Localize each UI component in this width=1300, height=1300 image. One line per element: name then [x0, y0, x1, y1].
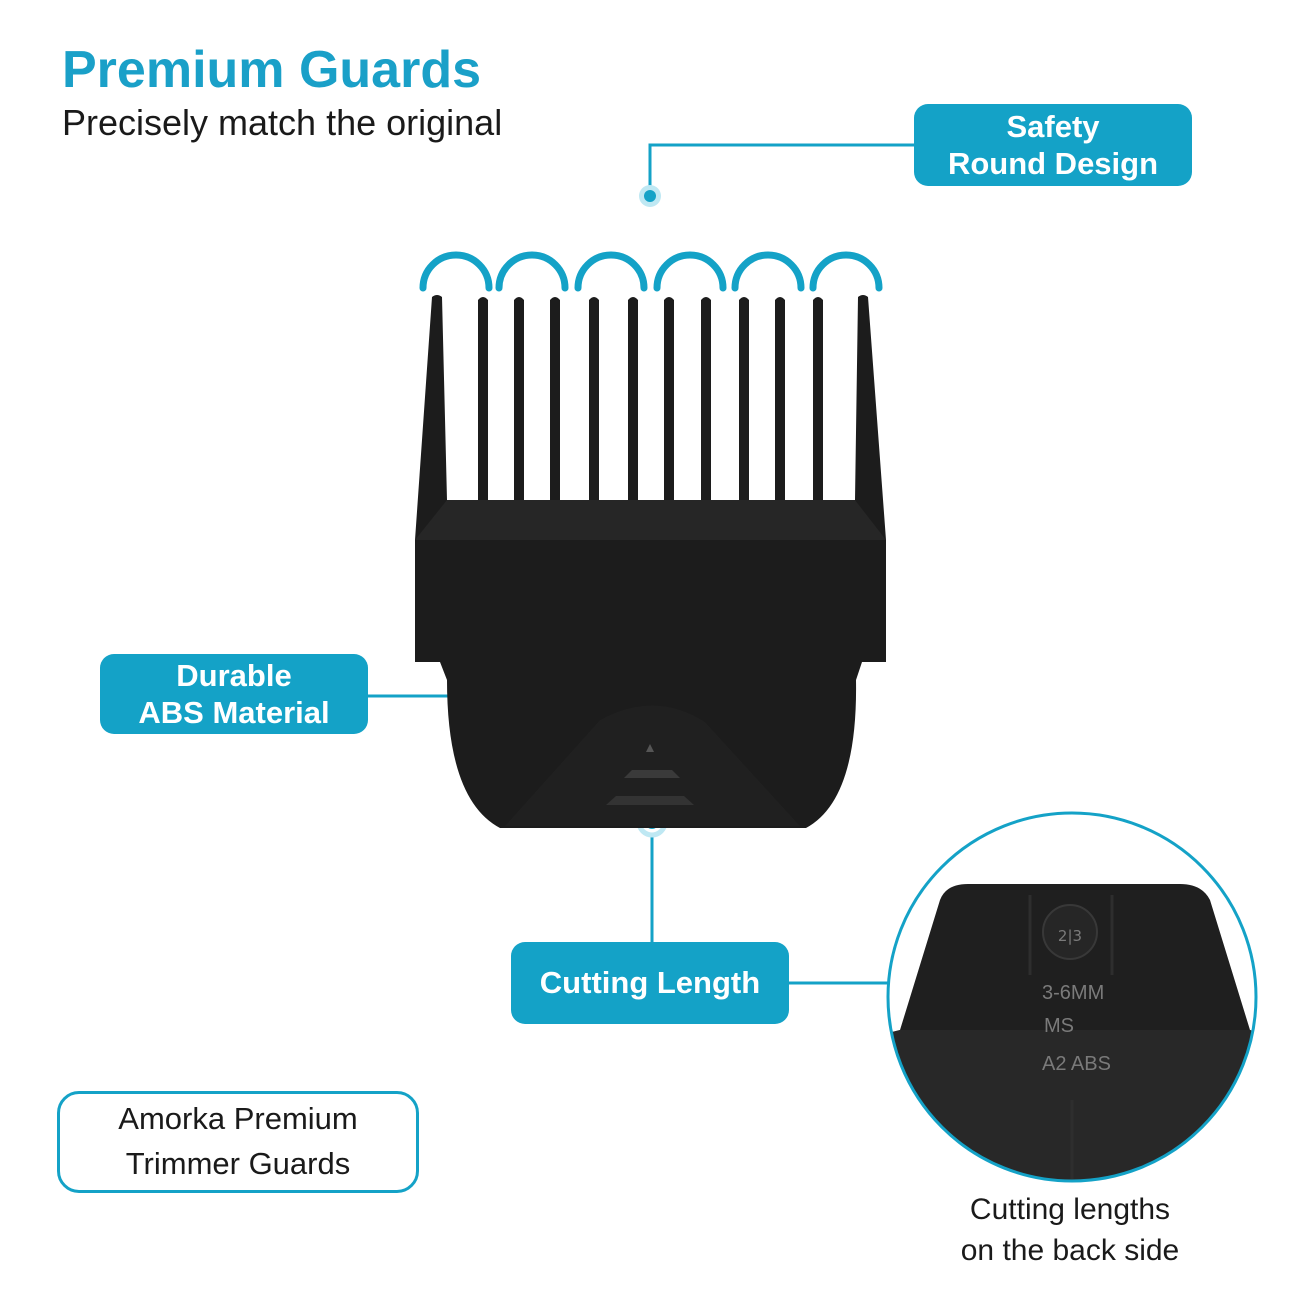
page-title: Premium Guards: [62, 41, 482, 99]
zoom-material-text: A2 ABS: [1042, 1053, 1111, 1075]
round-design-arcs: [419, 251, 883, 292]
cutting-badge-label: Cutting Length: [539, 965, 761, 1001]
guard-arrow-mark: [646, 744, 654, 752]
zoom-caption-line1: Cutting lengths: [969, 1193, 1171, 1226]
safety-badge-line1: Safety: [1006, 108, 1100, 144]
safety-badge-line2: Round Design: [947, 146, 1159, 181]
safety-connector: [648, 143, 914, 190]
zoom-caption: Cutting lengths on the back side: [930, 1190, 1210, 1271]
zoom-detail: 2|3 3-6MM MS A2 ABS: [886, 811, 1258, 1183]
zoom-size-text: 3-6MM: [1042, 982, 1104, 1004]
durable-badge-line2: ABS Material: [138, 695, 330, 730]
length-dial: [1042, 904, 1098, 960]
durable-material-badge: Durable ABS Material: [100, 654, 368, 734]
brand-box: Amorka Premium Trimmer Guards: [57, 1091, 419, 1193]
zoom-caption-line2: on the back side: [960, 1233, 1180, 1267]
brand-line2: Trimmer Guards: [125, 1146, 351, 1181]
durable-badge-line1: Durable: [176, 657, 292, 693]
cutting-length-badge: Cutting Length: [511, 942, 789, 1024]
zoom-code-text: MS: [1044, 1015, 1074, 1037]
page-subtitle: Precisely match the original: [62, 102, 503, 143]
safety-round-design-badge: Safety Round Design: [914, 104, 1192, 186]
dial-center-text: 2|3: [1058, 927, 1082, 945]
brand-line1: Amorka Premium: [118, 1101, 358, 1137]
guard-comb: [415, 295, 886, 828]
